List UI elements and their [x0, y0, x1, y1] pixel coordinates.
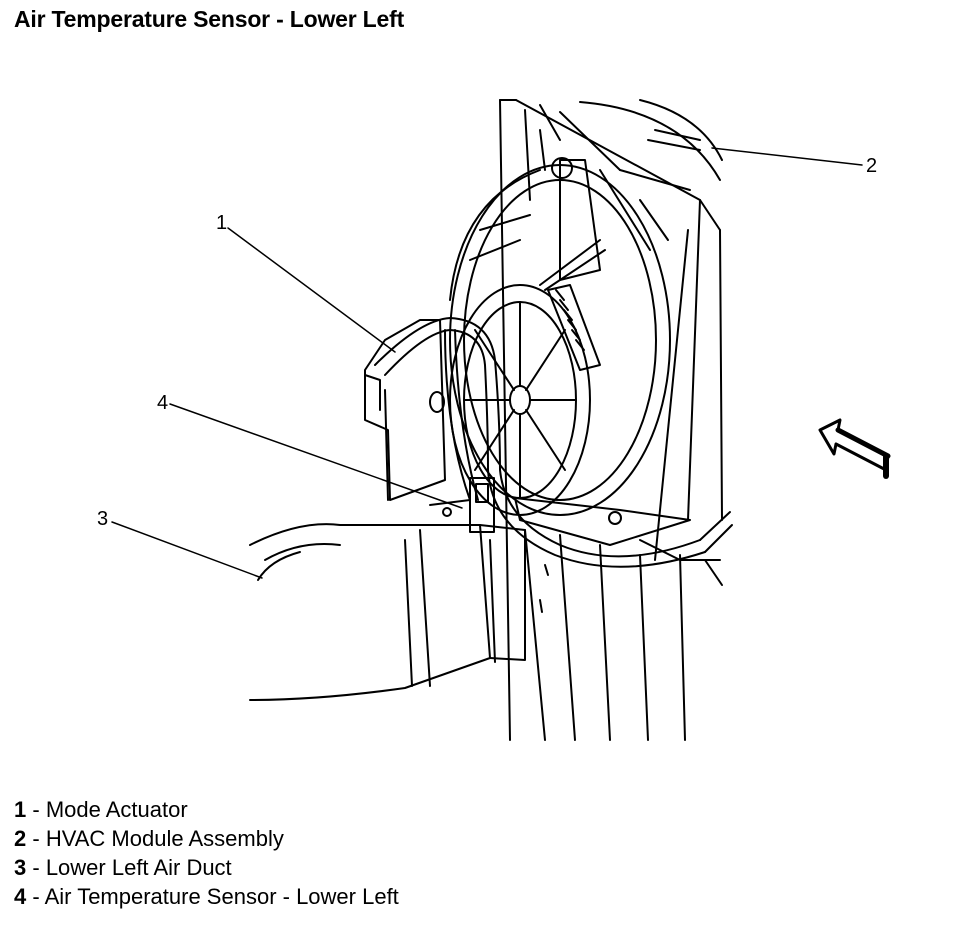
callout-3: 3 — [97, 508, 109, 530]
view-direction-arrow — [818, 418, 891, 479]
mode-actuator-lever — [539, 157, 606, 371]
fan-wheel — [449, 284, 591, 516]
callout-1: 1 — [216, 212, 228, 234]
hvac-module-housing — [499, 99, 723, 741]
legend-item: 1 - Mode Actuator — [14, 797, 188, 822]
legend-item: 4 - Air Temperature Sensor - Lower Left — [14, 884, 399, 909]
air-temperature-sensor — [429, 477, 495, 533]
legend-item: 3 - Lower Left Air Duct — [14, 855, 232, 880]
lower-housing-panels — [524, 529, 723, 741]
callout-2: 2 — [866, 155, 878, 177]
mode-actuator-body — [364, 319, 446, 501]
lower-left-air-duct — [249, 523, 526, 701]
parts-legend: 1 - Mode Actuator 2 - HVAC Module Assemb… — [14, 795, 399, 911]
legend-item: 2 - HVAC Module Assembly — [14, 826, 284, 851]
diagram-title: Air Temperature Sensor - Lower Left — [14, 6, 405, 32]
callout-4: 4 — [157, 392, 169, 414]
leader-lines — [111, 147, 863, 579]
hvac-line-drawing — [111, 99, 891, 741]
wiring-harness — [374, 317, 733, 568]
